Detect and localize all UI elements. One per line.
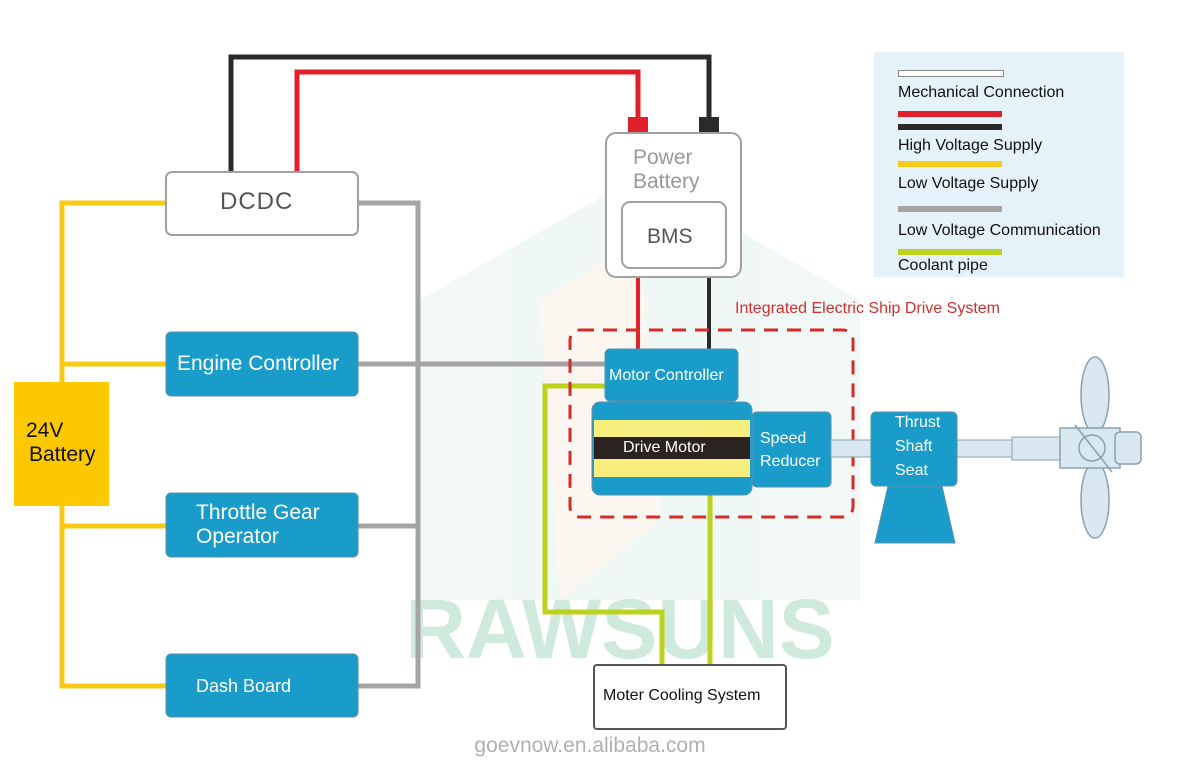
- battery-24v-label-1: 24V: [26, 419, 64, 442]
- hv-red-wire: [294, 69, 641, 172]
- watermark-text: RAWSUNS: [405, 582, 834, 676]
- motor-controller-label: Motor Controller: [609, 367, 724, 384]
- bms-label: BMS: [647, 225, 693, 248]
- battery-24v-box: [14, 382, 109, 506]
- thrust-seat-label-1: Thrust: [895, 414, 941, 431]
- legend-label-lv-supply: Low Voltage Supply: [898, 175, 1039, 192]
- thrust-seat-label-3: Seat: [895, 462, 928, 479]
- coolant-pipes: [542, 383, 713, 664]
- legend-label-coolant: Coolant pipe: [898, 257, 988, 274]
- thrust-seat-label-2: Shaft: [895, 438, 933, 455]
- lv-communication-wires: [358, 200, 606, 689]
- site-watermark: goevnow.en.alibaba.com: [474, 734, 705, 757]
- shaft-segment-3: [1011, 436, 1063, 461]
- legend-swatch-lv-supply: [898, 161, 1002, 167]
- legend-swatch-hv-black: [898, 124, 1002, 130]
- bms-box: [621, 201, 727, 269]
- shaft-segment-2: [956, 439, 1013, 458]
- motor-controller-box: [604, 348, 739, 402]
- speed-reducer-label-1: Speed: [760, 430, 807, 447]
- drive-motor-label: Drive Motor: [623, 439, 706, 456]
- legend-label-hv: High Voltage Supply: [898, 137, 1043, 154]
- throttle-gear-label-2: Operator: [196, 525, 279, 548]
- shaft-segment-1: [830, 439, 873, 458]
- hv-black-wire: [228, 54, 712, 172]
- dash-board-box: [165, 653, 359, 718]
- legend-swatch-mechanical: [898, 70, 1004, 77]
- engine-controller-box: [165, 331, 359, 397]
- legend-swatch-hv-red: [898, 111, 1002, 117]
- group-label: Integrated Electric Ship Drive System: [735, 300, 1000, 317]
- power-battery-label-1: Power: [633, 146, 693, 169]
- dcdc-label: DCDC: [220, 188, 294, 215]
- power-battery-label-2: Battery: [633, 170, 700, 193]
- dash-board-label: Dash Board: [196, 676, 292, 696]
- thrust-seat-base: [874, 485, 956, 544]
- drive-motor-stripe-mid: [594, 437, 750, 459]
- drive-motor-stripe-top: [594, 420, 750, 437]
- drive-motor-stripe-bottom: [594, 459, 750, 477]
- motor-cooling-system-label: Moter Cooling System: [603, 687, 761, 704]
- legend-swatch-coolant: [898, 249, 1002, 255]
- throttle-gear-label-1: Throttle Gear: [196, 501, 320, 524]
- engine-controller-label: Engine Controller: [177, 352, 340, 375]
- legend-swatch-lv-comm: [898, 206, 1002, 212]
- dcdc-box: [165, 171, 359, 236]
- propeller-icon: [1059, 356, 1142, 539]
- speed-reducer-label-2: Reducer: [760, 453, 821, 470]
- black-terminal: [699, 117, 719, 133]
- legend-label-lv-comm: Low Voltage Communication: [898, 222, 1101, 239]
- legend: Mechanical Connection High Voltage Suppl…: [874, 52, 1124, 277]
- battery-24v-label-2: Battery: [29, 443, 96, 466]
- motor-cooling-system-box: Moter Cooling System: [593, 664, 787, 730]
- throttle-gear-operator-box: [165, 492, 359, 558]
- legend-label-mechanical: Mechanical Connection: [898, 84, 1065, 101]
- red-terminal: [628, 117, 648, 133]
